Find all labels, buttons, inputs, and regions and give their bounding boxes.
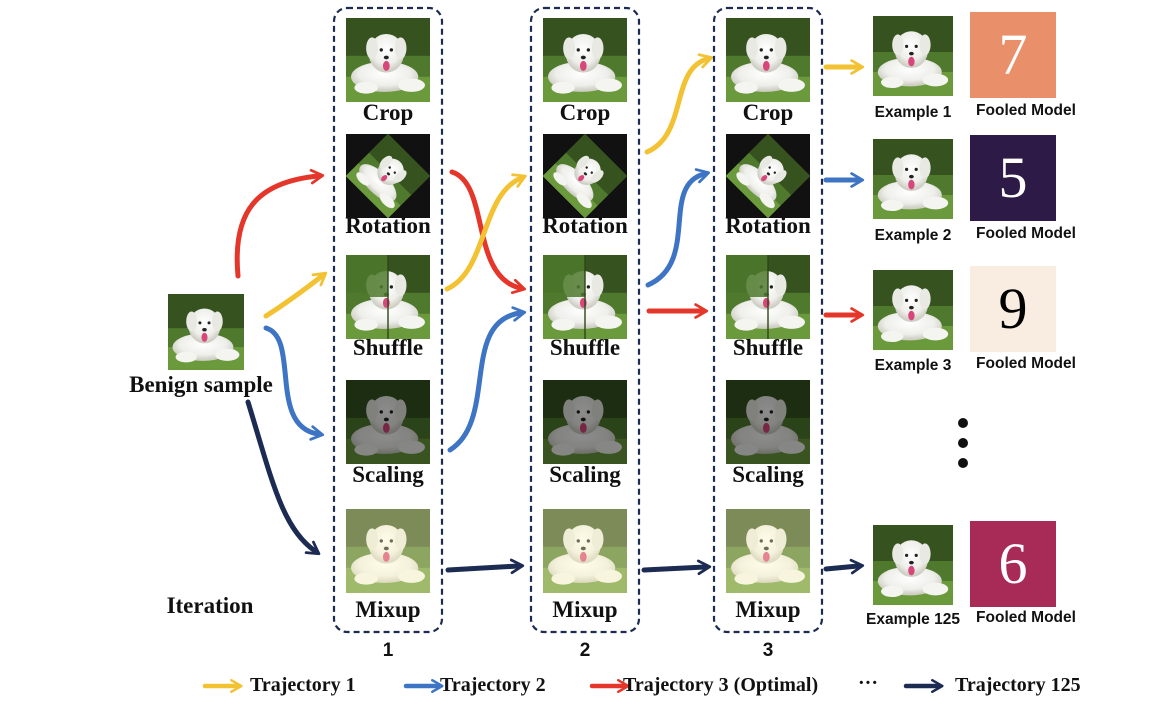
scaling-image: [346, 380, 430, 464]
iteration-box-1: [332, 6, 444, 634]
example-image: [873, 16, 953, 96]
example-image: [873, 270, 953, 350]
vertical-ellipsis: [958, 418, 968, 468]
trajectory-3-arrow: [449, 169, 527, 295]
mixup-image: [346, 509, 430, 593]
trajectory-1-arrow: [644, 53, 713, 155]
rotation-image: [345, 133, 431, 219]
crop-image: [543, 18, 627, 102]
example-label: Example 2: [874, 227, 952, 244]
trajectory-125-arrow: [641, 559, 712, 576]
operation-label-scaling: Scaling: [549, 462, 621, 487]
fooled-model-swatch: [970, 521, 1056, 607]
example-label: Example 125: [866, 611, 960, 628]
operation-label-shuffle: Shuffle: [352, 335, 424, 360]
operation-label-crop: Crop: [742, 100, 794, 125]
predicted-digit: 7: [998, 22, 1028, 87]
example-image: [873, 525, 953, 605]
fooled-model-label: Fooled Model: [976, 609, 1076, 626]
mixup-image: [726, 509, 810, 593]
crop-image: [346, 18, 430, 102]
trajectory-125-arrow: [445, 558, 525, 575]
example-image: [873, 139, 953, 219]
trajectory-2-arrow: [263, 325, 325, 441]
shuffle-image: [543, 255, 627, 339]
rotation-image: [542, 133, 628, 219]
trajectory-3-arrow: [234, 168, 325, 279]
benign-sample-label: Benign sample: [129, 372, 273, 397]
crop-image: [726, 18, 810, 102]
ellipsis-dot: [958, 458, 968, 468]
iteration-boxes: [332, 6, 824, 634]
fooled-model-swatch: [970, 12, 1056, 98]
ellipsis-dot: [958, 438, 968, 448]
trajectory-1-arrow: [263, 271, 328, 319]
shuffle-image: [726, 255, 810, 339]
operation-label-scaling: Scaling: [732, 462, 804, 487]
predicted-digit: 5: [998, 145, 1028, 210]
iteration-box-3: [712, 6, 824, 634]
example-label: Example 1: [874, 104, 952, 121]
scaling-image: [726, 380, 810, 464]
iteration-label: Iteration: [166, 593, 254, 618]
legend-label: Trajectory 1: [250, 674, 356, 696]
legend-label: Trajectory 125: [955, 674, 1081, 696]
arrow-layer: [202, 53, 944, 693]
operation-label-rotation: Rotation: [542, 213, 628, 238]
benign-sample-image: [168, 294, 244, 370]
fooled-model-label: Fooled Model: [976, 102, 1076, 119]
image-layer: [168, 12, 1056, 607]
operation-label-shuffle: Shuffle: [549, 335, 621, 360]
operation-label-mixup: Mixup: [552, 597, 618, 622]
legend-ellipsis: ···: [858, 672, 879, 694]
trajectory-2-arrow: [447, 306, 527, 453]
operation-label-mixup: Mixup: [735, 597, 801, 622]
fooled-model-label: Fooled Model: [976, 225, 1076, 242]
operation-label-crop: Crop: [559, 100, 611, 125]
fooled-model-swatch: [970, 135, 1056, 221]
predicted-digit: 9: [998, 276, 1028, 341]
operation-label-rotation: Rotation: [725, 213, 811, 238]
operation-label-rotation: Rotation: [345, 213, 431, 238]
trajectory-125-arrow: [245, 399, 321, 556]
example-label: Example 3: [874, 357, 952, 374]
trajectory-125-arrow: [823, 558, 865, 575]
mixup-image: [543, 509, 627, 593]
predicted-digit: 6: [998, 531, 1028, 596]
trajectory-1-arrow: [444, 173, 527, 292]
fooled-model-swatch: [970, 266, 1056, 352]
iteration-number: 1: [382, 640, 394, 661]
operation-label-crop: Crop: [362, 100, 414, 125]
fooled-model-label: Fooled Model: [976, 355, 1076, 372]
operation-label-mixup: Mixup: [355, 597, 421, 622]
iteration-number: 2: [579, 640, 591, 661]
scaling-image: [543, 380, 627, 464]
shuffle-image: [346, 255, 430, 339]
legend-label: Trajectory 3 (Optimal): [623, 674, 819, 696]
iteration-number: 3: [762, 640, 774, 661]
ellipsis-dot: [958, 418, 968, 428]
iteration-box-2: [529, 6, 641, 634]
legend-label: Trajectory 2: [440, 674, 546, 696]
trajectory-2-arrow: [645, 168, 710, 288]
rotation-image: [725, 133, 811, 219]
operation-label-scaling: Scaling: [352, 462, 424, 487]
operation-label-shuffle: Shuffle: [732, 335, 804, 360]
